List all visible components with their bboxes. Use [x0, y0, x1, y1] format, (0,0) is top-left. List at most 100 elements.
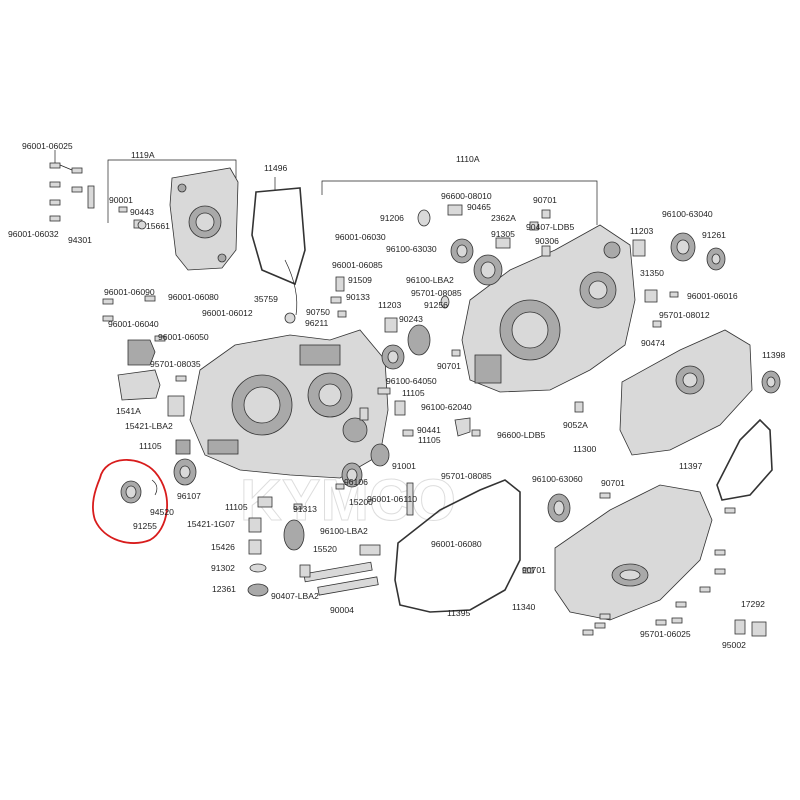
label-96106: 96106	[344, 477, 368, 487]
label-2362A: 2362A	[491, 213, 516, 223]
label-12361: 12361	[212, 584, 236, 594]
label-90243: 90243	[399, 314, 423, 324]
label-95701-08085-a: 95701-08085	[411, 288, 462, 298]
label-15200: 15200	[349, 497, 373, 507]
shafts-bottom	[283, 519, 381, 596]
label-94301: 94301	[68, 235, 92, 245]
label-90465: 90465	[467, 202, 491, 212]
label-90443: 90443	[130, 207, 154, 217]
label-15421-LBA2: 15421-LBA2	[125, 421, 173, 431]
label-96001-06090: 96001-06090	[104, 287, 155, 297]
label-96001-06050: 96001-06050	[158, 332, 209, 342]
label-96001-06025: 96001-06025	[22, 141, 73, 151]
part-1119A-cover	[169, 167, 239, 271]
label-90750: 90750	[306, 307, 330, 317]
label-95701-08035: 95701-08035	[150, 359, 201, 369]
label-9052A: 9052A	[563, 420, 588, 430]
label-91302: 91302	[211, 563, 235, 573]
label-96001-06085: 96001-06085	[332, 260, 383, 270]
label-90407-LBA2: 90407-LBA2	[271, 591, 319, 601]
part-11340-cover	[547, 484, 713, 621]
label-11397: 11397	[679, 461, 702, 471]
label-96001-06032: 96001-06032	[8, 229, 59, 239]
label-91206: 91206	[380, 213, 404, 223]
label-11203-b: 11203	[378, 300, 401, 310]
label-11105-a: 11105	[402, 388, 425, 398]
label-96001-06030: 96001-06030	[335, 232, 386, 242]
label-96107: 96107	[177, 491, 201, 501]
label-94520: 94520	[150, 507, 174, 517]
label-11395: 11395	[447, 608, 470, 618]
part-11300-cover	[574, 329, 781, 501]
label-96001-06110: 96001-06110	[367, 494, 417, 504]
parts-left	[102, 295, 197, 486]
label-90407-LDB5: 90407-LDB5	[526, 222, 574, 232]
label-96211: 96211	[305, 318, 328, 328]
label-91001: 91001	[392, 461, 416, 471]
label-90441: 90441	[417, 425, 441, 435]
label-15421-1G07: 15421-1G07	[187, 519, 235, 529]
label-11398: 11398	[762, 350, 785, 360]
part-11395-gasket	[394, 479, 521, 613]
label-91255: 91255	[133, 521, 157, 531]
part-11496-gasket	[251, 187, 306, 324]
label-11105-b: 11105	[418, 435, 441, 445]
label-11203-a: 11203	[630, 226, 653, 236]
label-96600-LDB5: 96600-LDB5	[497, 430, 545, 440]
label-35759: 35759	[254, 294, 278, 304]
label-96001-06080-a: 96001-06080	[168, 292, 219, 302]
label-90004: 90004	[330, 605, 354, 615]
label-90306: 90306	[535, 236, 559, 246]
label-96600-08010: 96600-08010	[441, 191, 492, 201]
label-90474: 90474	[641, 338, 665, 348]
label-96100-64050: 96100-64050	[386, 376, 437, 386]
bearings-middle	[257, 204, 503, 516]
label-91305: 91305	[491, 229, 515, 239]
label-15661: 15661	[146, 221, 170, 231]
label-90701-d: 90701	[522, 565, 546, 575]
label-96001-06016: 96001-06016	[687, 291, 738, 301]
label-96100-63060: 96100-63060	[532, 474, 583, 484]
label-17292: 17292	[741, 599, 765, 609]
label-95701-08012: 95701-08012	[659, 310, 710, 320]
label-31350: 31350	[640, 268, 664, 278]
bolts-bottom-right	[522, 492, 767, 637]
label-95701-06025: 95701-06025	[640, 629, 691, 639]
label-96001-06040: 96001-06040	[108, 319, 159, 329]
part-left-crankcase	[189, 329, 389, 479]
label-1119A: 1119A	[131, 150, 155, 160]
label-11105-c: 11105	[139, 441, 162, 451]
label-91509: 91509	[348, 275, 372, 285]
part-labels: 96001-06025 1119A 90001 90443 15661 9600…	[8, 141, 785, 650]
label-96001-06012: 96001-06012	[202, 308, 253, 318]
label-96100-LBA2-a: 96100-LBA2	[406, 275, 454, 285]
label-91313: 91313	[293, 504, 317, 514]
label-15520: 15520	[313, 544, 337, 554]
label-1110A: 1110A	[456, 154, 480, 164]
label-90701-a: 90701	[533, 195, 557, 205]
label-91256: 91256	[424, 300, 448, 310]
label-96001-06080-b: 96001-06080	[431, 539, 482, 549]
label-96100-63040: 96100-63040	[662, 209, 713, 219]
small-parts-1119A	[118, 206, 147, 230]
label-90701-c: 90701	[601, 478, 625, 488]
label-96100-LBA2-b: 96100-LBA2	[320, 526, 368, 536]
label-91261: 91261	[702, 230, 726, 240]
part-right-crankcase	[461, 224, 636, 393]
label-96100-63030: 96100-63030	[386, 244, 437, 254]
label-90133: 90133	[346, 292, 370, 302]
label-96100-62040: 96100-62040	[421, 402, 472, 412]
label-90701-b: 90701	[437, 361, 461, 371]
parts-bottom-left	[247, 517, 269, 597]
label-11496: 11496	[264, 163, 287, 173]
bearings-right	[495, 209, 726, 328]
label-11105-d: 11105	[225, 502, 248, 512]
bolts-top-left	[49, 150, 95, 222]
highlighted-part-91255	[92, 459, 168, 544]
label-1541A: 1541A	[116, 406, 141, 416]
label-11300: 11300	[573, 444, 596, 454]
label-95701-08085-b: 95701-08085	[441, 471, 492, 481]
label-11340: 11340	[512, 602, 535, 612]
label-95002: 95002	[722, 640, 746, 650]
